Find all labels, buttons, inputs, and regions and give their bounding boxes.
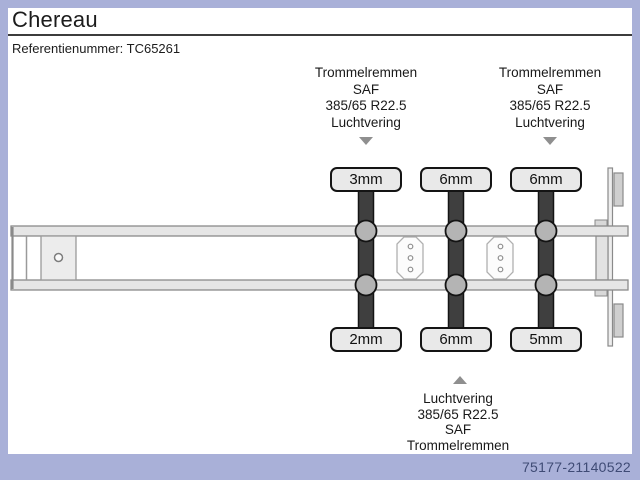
spec-line: SAF <box>352 81 380 97</box>
spec-line: 385/65 R22.5 <box>417 406 499 422</box>
tread-depth-box: 2mm <box>330 327 402 352</box>
axle-1 <box>354 187 378 331</box>
kingpin-icon <box>53 252 64 263</box>
watermark-id: 75177-21140522 <box>521 459 631 475</box>
spec-line: Luchtvering <box>423 391 493 406</box>
spec-line: 385/65 R22.5 <box>509 98 591 113</box>
tread-depth-box: 6mm <box>420 167 492 192</box>
suspension-bellow <box>444 273 468 297</box>
spec-line: Luchtvering <box>515 114 585 130</box>
suspension-bellow <box>354 273 378 297</box>
tread-depth-box: 5mm <box>510 327 582 352</box>
down-arrow-icon <box>543 137 557 145</box>
chassis-diagram <box>10 167 629 347</box>
axle-3 <box>534 187 558 331</box>
spec-block-axle1: Trommelremmen SAF 385/65 R22.5 Luchtveri… <box>281 65 451 131</box>
frame-rail-bottom <box>10 279 629 291</box>
frame-rail-top <box>10 225 629 237</box>
spec-line: Trommelremmen <box>314 65 418 80</box>
up-arrow-icon <box>453 376 467 384</box>
suspension-bellow <box>534 219 558 243</box>
chassis-frame <box>10 225 629 291</box>
suspension-bellow <box>354 219 378 243</box>
rear-hinge-plate <box>613 172 624 207</box>
spec-line: SAF <box>444 422 472 437</box>
spec-line: Luchtvering <box>331 114 401 130</box>
tread-depth-box: 6mm <box>420 327 492 352</box>
axle-2 <box>444 187 468 331</box>
cross-member <box>486 236 514 280</box>
page-title: Chereau <box>12 7 98 32</box>
tread-depth-box: 3mm <box>330 167 402 192</box>
down-arrow-icon <box>359 137 373 145</box>
spec-line: 385/65 R22.5 <box>325 98 407 113</box>
rear-hinge-plate <box>613 303 624 338</box>
reference-number: Referentienummer: TC65261 <box>12 41 181 56</box>
kingpin-plate <box>40 235 77 281</box>
spec-line: Trommelremmen <box>498 65 602 80</box>
suspension-bellow <box>444 219 468 243</box>
rear-end <box>594 167 624 347</box>
spec-line: Trommelremmen <box>406 437 510 453</box>
cross-member <box>396 236 424 280</box>
spec-block-axle2: Luchtvering 385/65 R22.5 SAF Trommelremm… <box>373 391 543 453</box>
suspension-bellow <box>534 273 558 297</box>
spec-line: SAF <box>536 81 564 97</box>
spec-block-axle3: Trommelremmen SAF 385/65 R22.5 Luchtveri… <box>465 65 635 131</box>
title-divider <box>8 34 632 36</box>
tread-depth-box: 6mm <box>510 167 582 192</box>
